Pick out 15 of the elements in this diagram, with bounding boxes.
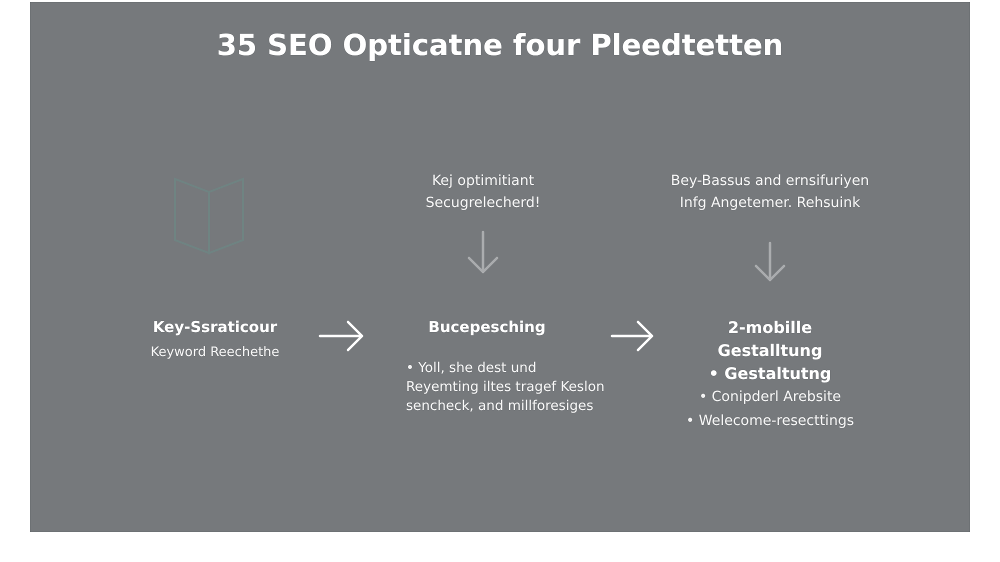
- diagram-title: 35 SEO Opticatne four Pleedtetten: [216, 28, 784, 62]
- step-note: Kej optimitiant Secugrelecherd!: [424, 172, 542, 213]
- step-heading: 2-mobille Gestalltung: [716, 317, 824, 362]
- step-note: Bey-Bassus and ernsifuriyen Infg Angetemer. Rehsuink: [670, 172, 870, 213]
- step-subtitle: Keyword Reechethe: [150, 344, 280, 362]
- arrow: [468, 230, 498, 274]
- arrow: [754, 242, 786, 282]
- step-description: • Yoll, she dest und Reyemting iltes tragef Keslon sencheck, and millforesiges: [405, 359, 606, 416]
- step-heading: Bucepesching: [428, 317, 546, 338]
- step-heading: Key-Ssraticour: [152, 317, 278, 338]
- bullet-item: • Welecome-resecttings: [686, 412, 854, 431]
- bullet-item: • Gestaltutng: [708, 363, 832, 385]
- bullet-item: • Conipderl Arebsite: [698, 388, 842, 407]
- arrow: [610, 320, 654, 352]
- arrow: [318, 320, 364, 352]
